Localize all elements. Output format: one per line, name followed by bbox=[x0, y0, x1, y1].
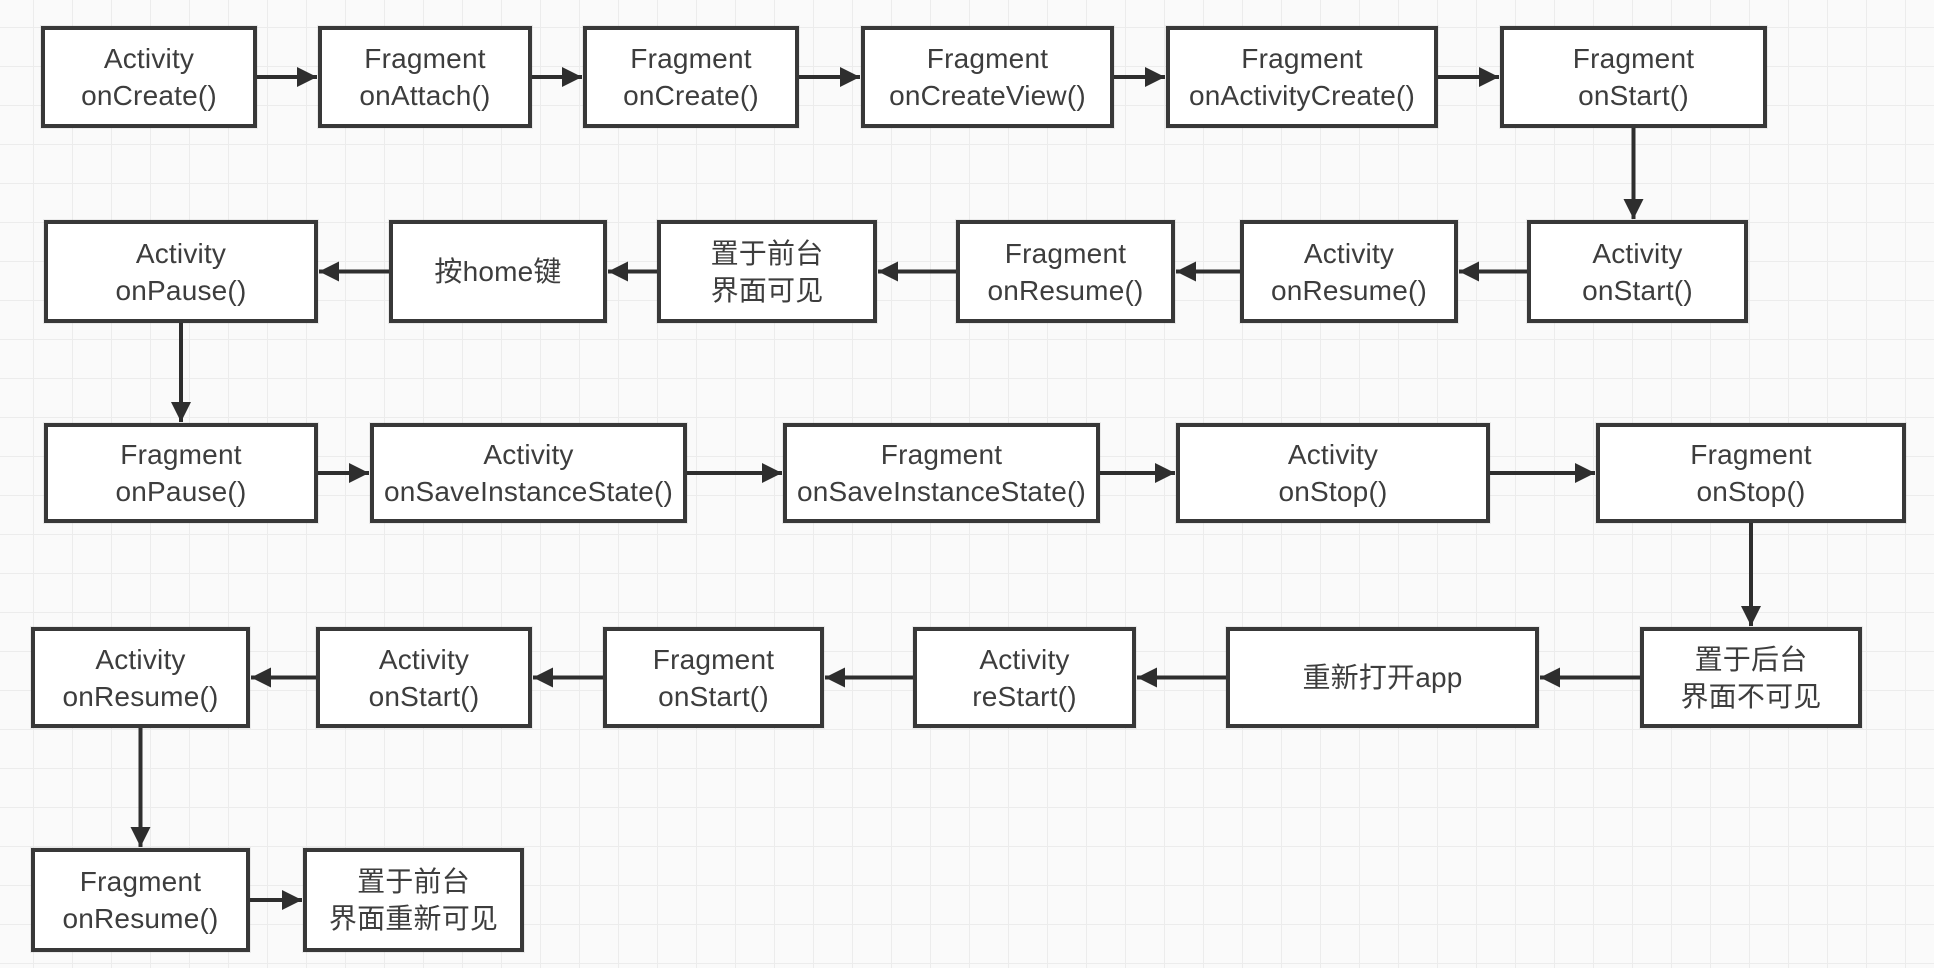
node-label-line: Activity bbox=[1592, 237, 1683, 269]
flow-node-f-onattach: Fragment onAttach() bbox=[318, 26, 532, 128]
flow-node-f-onstart2: Fragment onStart() bbox=[603, 627, 824, 728]
node-label-line: onResume() bbox=[62, 680, 219, 712]
node-label-line: onStart() bbox=[1578, 80, 1689, 111]
node-label-line: Activity bbox=[1287, 439, 1379, 470]
node-label-line: 界面不可见 bbox=[1680, 680, 1822, 712]
node-label-line: onSaveInstanceState() bbox=[796, 476, 1087, 507]
flow-node-f-onresume1: Fragment onResume() bbox=[956, 220, 1175, 323]
node-label-line: reStart() bbox=[972, 680, 1077, 712]
node-label-line: Activity bbox=[135, 237, 227, 269]
node-label-line: onStop() bbox=[1696, 476, 1806, 507]
node-label-line: onCreate() bbox=[623, 80, 759, 111]
node-label-line: 置于前台 bbox=[357, 866, 470, 897]
node-label-line: Fragment bbox=[926, 43, 1049, 74]
node-label-line: onActivityCreate() bbox=[1188, 80, 1416, 111]
node-label-line: Fragment bbox=[120, 439, 242, 470]
flow-node-a-onstart2: Activity onStart() bbox=[316, 627, 532, 728]
flow-node-reopen-app: 重新打开app bbox=[1226, 627, 1539, 728]
flow-node-a-onstop: Activity onStop() bbox=[1176, 423, 1490, 523]
node-label-line: 重新打开app bbox=[1302, 662, 1463, 693]
flow-node-fg-visible: 置于前台界面可见 bbox=[657, 220, 877, 323]
node-label-line: Activity bbox=[1303, 237, 1395, 269]
node-label-line: onCreate() bbox=[81, 80, 217, 111]
node-label-line: Activity bbox=[95, 643, 186, 675]
flow-node-f-onresume2: Fragment onResume() bbox=[31, 848, 250, 952]
node-label-line: onStart() bbox=[368, 680, 480, 712]
flow-node-a-onsave: Activity onSaveInstanceState() bbox=[370, 423, 687, 523]
flow-node-f-onstop: Fragment onStop() bbox=[1596, 423, 1906, 523]
flow-node-a-onpause: Activity onPause() bbox=[44, 220, 318, 323]
node-label-line: Activity bbox=[103, 43, 195, 74]
node-label-line: Fragment bbox=[79, 866, 202, 897]
node-label-line: onResume() bbox=[987, 274, 1144, 306]
node-label-line: onCreateView() bbox=[889, 80, 1086, 111]
node-label-line: 界面可见 bbox=[710, 274, 824, 306]
node-label-line: Fragment bbox=[652, 643, 775, 675]
node-label-line: onPause() bbox=[115, 274, 247, 306]
node-label-line: onResume() bbox=[62, 903, 219, 934]
flow-node-bg-invisible: 置于后台界面不可见 bbox=[1640, 627, 1862, 728]
node-label-line: onAttach() bbox=[359, 80, 491, 111]
node-label-line: onStart() bbox=[658, 680, 769, 712]
node-label-line: onResume() bbox=[1270, 274, 1428, 306]
flow-node-f-oncreate: Fragment onCreate() bbox=[583, 26, 799, 128]
flow-node-a-onstart1: Activity onStart() bbox=[1527, 220, 1748, 323]
node-label-line: Activity bbox=[483, 439, 574, 470]
flow-node-f-onstart1: Fragment onStart() bbox=[1500, 26, 1767, 128]
flow-node-f-oncreateview: Fragment onCreateView() bbox=[861, 26, 1114, 128]
node-label-line: Fragment bbox=[1572, 43, 1695, 74]
flow-node-fg-revisible: 置于前台界面重新可见 bbox=[303, 848, 524, 952]
node-label-line: onStop() bbox=[1278, 476, 1388, 507]
node-label-line: 置于前台 bbox=[710, 237, 824, 269]
node-label-line: Fragment bbox=[1241, 43, 1363, 74]
node-label-line: 置于后台 bbox=[1694, 643, 1808, 675]
node-label-line: onSaveInstanceState() bbox=[383, 476, 674, 507]
flow-node-a-onresume2: Activity onResume() bbox=[31, 627, 250, 728]
node-label-line: Fragment bbox=[364, 43, 486, 74]
node-label-line: Fragment bbox=[880, 439, 1003, 470]
flow-node-f-onpause: Fragment onPause() bbox=[44, 423, 318, 523]
node-label-line: Fragment bbox=[1690, 439, 1812, 470]
flow-node-a-onresume1: Activity onResume() bbox=[1240, 220, 1458, 323]
node-label-line: 界面重新可见 bbox=[328, 903, 499, 934]
flow-node-home-key: 按home键 bbox=[389, 220, 607, 323]
node-label-line: onStart() bbox=[1582, 274, 1693, 306]
node-label-line: Activity bbox=[979, 643, 1070, 675]
node-label-line: Activity bbox=[378, 643, 470, 675]
node-label-line: Fragment bbox=[1004, 237, 1127, 269]
flow-node-a-restart: Activity reStart() bbox=[913, 627, 1136, 728]
node-label-line: 按home键 bbox=[434, 256, 562, 287]
node-label-line: Fragment bbox=[630, 43, 752, 74]
node-label-line: onPause() bbox=[115, 476, 247, 507]
flow-node-f-onactivitycreate: Fragment onActivityCreate() bbox=[1166, 26, 1438, 128]
flow-node-a-oncreate: Activity onCreate() bbox=[41, 26, 257, 128]
flow-node-f-onsave: Fragment onSaveInstanceState() bbox=[783, 423, 1100, 523]
